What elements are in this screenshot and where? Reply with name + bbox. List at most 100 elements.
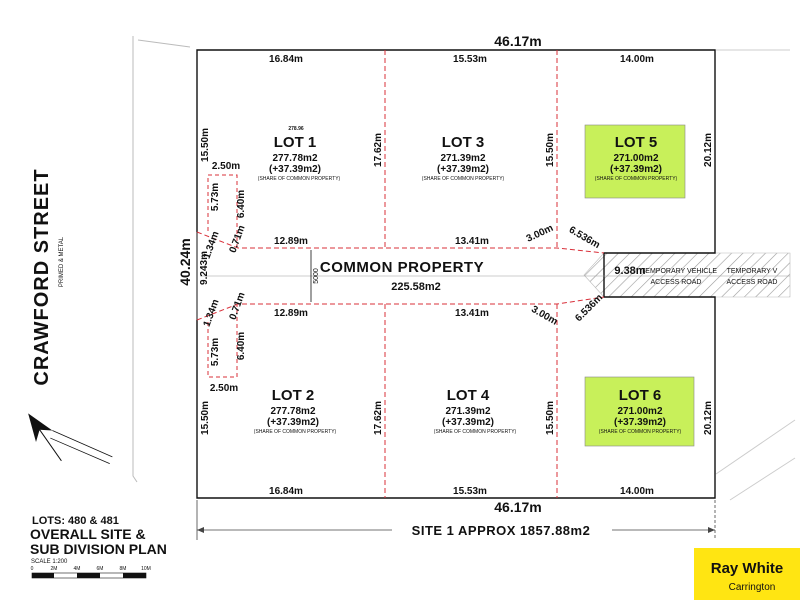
title-line-1: OVERALL SITE &: [30, 526, 146, 542]
site-total-bg: [392, 521, 612, 539]
dim-bottom-b: 15.53m: [453, 486, 487, 497]
dim-notch-top-b: 0.71m: [228, 224, 248, 255]
neighbor-boundary-line-2: [715, 419, 796, 475]
svg-text:6M: 6M: [97, 566, 104, 572]
notch-top: [207, 174, 238, 246]
dim-lot6-right: 20.12m: [703, 401, 714, 435]
svg-text:271.00m2: 271.00m2: [617, 406, 662, 417]
notch-bottom: [207, 305, 238, 378]
svg-text:Carrington: Carrington: [729, 582, 776, 593]
dim-top-c: 14.00m: [620, 54, 654, 65]
dim-notch-top-w: 2.50m: [212, 161, 240, 172]
svg-text:LOT 5: LOT 5: [615, 134, 658, 151]
svg-text:(SHARE OF COMMON PROPERTY): (SHARE OF COMMON PROPERTY): [599, 429, 682, 435]
svg-text:10M: 10M: [141, 566, 151, 572]
access-road-label-ext-1: TEMPORARY V: [727, 268, 778, 275]
neighbor-boundary-line-3: [729, 457, 796, 501]
common-property-outline-top: [196, 231, 605, 254]
dim-cp-left: 9.243m: [199, 251, 210, 285]
dim-top-total: 46.17m: [494, 33, 541, 49]
access-road-label-1: TEMPORARY VEHICLE: [641, 268, 717, 275]
svg-text:(SHARE OF COMMON PROPERTY): (SHARE OF COMMON PROPERTY): [258, 176, 341, 182]
site-total: SITE 1 APPROX 1857.88m2: [412, 523, 591, 538]
site-boundary: [196, 49, 716, 499]
lot-5-highlight: [584, 124, 686, 199]
dim-bottom-total: 46.17m: [494, 499, 541, 515]
svg-text:(+37.39m2): (+37.39m2): [610, 164, 662, 175]
dim-left-total: 40.24m: [177, 238, 193, 285]
common-property-outline-bottom: [196, 296, 605, 321]
dim-cp-width: 5000: [313, 268, 320, 284]
dim-cp-top-b: 13.41m: [455, 236, 489, 247]
dim-notch-bot-h1: 5.73m: [210, 338, 221, 366]
common-property-label: COMMON PROPERTY: [320, 259, 484, 276]
dim-lot5-right: 20.12m: [703, 133, 714, 167]
dim-lot3-right: 15.50m: [545, 133, 556, 167]
dim-cp-bot-b: 13.41m: [455, 308, 489, 319]
street-boundary-line: [132, 36, 138, 483]
dim-notch-top-h1: 5.73m: [210, 183, 221, 211]
svg-text:277.78m2: 277.78m2: [270, 406, 315, 417]
svg-text:271.39m2: 271.39m2: [440, 153, 485, 164]
access-road-label-2: ACCESS ROAD: [651, 279, 702, 286]
svg-text:LOT 3: LOT 3: [442, 134, 485, 151]
svg-text:271.39m2: 271.39m2: [445, 406, 490, 417]
dim-notch-top-h2: 6.40m: [236, 190, 247, 218]
street-top-line: [137, 39, 191, 48]
dim-lot2-right: 17.62m: [373, 401, 384, 435]
svg-text:(+37.39m2): (+37.39m2): [614, 417, 666, 428]
svg-text:2M: 2M: [51, 566, 58, 572]
dim-lot1-left: 15.50m: [200, 128, 211, 162]
street-surface: PRIMED & METAL: [59, 236, 65, 287]
lot-2-label: LOT 2 277.78m2 (+37.39m2) (SHARE OF COMM…: [254, 387, 337, 435]
svg-text:(+37.39m2): (+37.39m2): [442, 417, 494, 428]
dim-cp-top-c: 3.00m: [525, 223, 555, 245]
svg-text:LOT 4: LOT 4: [447, 387, 490, 404]
lot-4-label: LOT 4 271.39m2 (+37.39m2) (SHARE OF COMM…: [434, 387, 517, 435]
dim-bottom-c: 14.00m: [620, 486, 654, 497]
dim-cp-top-a: 12.89m: [274, 236, 308, 247]
svg-text:277.78m2: 277.78m2: [272, 153, 317, 164]
svg-text:4M: 4M: [74, 566, 81, 572]
access-road-label-ext-2: ACCESS ROAD: [727, 279, 778, 286]
svg-text:(SHARE OF COMMON PROPERTY): (SHARE OF COMMON PROPERTY): [254, 429, 337, 435]
dim-top-b: 15.53m: [453, 54, 487, 65]
lot-3-label: LOT 3 271.39m2 (+37.39m2) (SHARE OF COMM…: [422, 134, 505, 182]
dim-notch-bot-w: 2.50m: [210, 383, 238, 394]
lot-5-label: LOT 5 271.00m2 (+37.39m2) (SHARE OF COMM…: [595, 134, 678, 182]
site-dimension-arrow-left: [197, 527, 204, 533]
dim-top-a: 16.84m: [269, 54, 303, 65]
svg-text:(+37.39m2): (+37.39m2): [437, 164, 489, 175]
scale-bar: 0 2M 4M 6M 8M 10M: [31, 566, 151, 579]
dim-notch-bot-b: 0.71m: [228, 291, 248, 322]
svg-text:LOT 1: LOT 1: [274, 134, 317, 151]
lot-1-label: LOT 1 277.78m2 (+37.39m2) (SHARE OF COMM…: [258, 134, 341, 182]
dim-lot4-right: 15.50m: [545, 401, 556, 435]
svg-text:8M: 8M: [120, 566, 127, 572]
svg-text:271.00m2: 271.00m2: [613, 153, 658, 164]
lot-6-highlight: [584, 376, 695, 447]
dim-notch-bot-h2: 6.40m: [236, 332, 247, 360]
dim-small-note: 278.96: [288, 126, 304, 132]
dim-cp-top-d: 6.536m: [567, 225, 602, 252]
dim-lot1-right: 17.62m: [373, 133, 384, 167]
svg-text:(SHARE OF COMMON PROPERTY): (SHARE OF COMMON PROPERTY): [422, 176, 505, 182]
svg-text:Ray White: Ray White: [711, 560, 784, 577]
dim-cp-bot-a: 12.89m: [274, 308, 308, 319]
svg-text:(SHARE OF COMMON PROPERTY): (SHARE OF COMMON PROPERTY): [595, 176, 678, 182]
dim-cp-bot-c: 3.00m: [529, 304, 559, 328]
dim-road-width: 9.38m: [614, 265, 645, 277]
svg-text:(+37.39m2): (+37.39m2): [267, 417, 319, 428]
svg-text:(SHARE OF COMMON PROPERTY): (SHARE OF COMMON PROPERTY): [434, 429, 517, 435]
dim-cp-bot-d: 6.536m: [573, 292, 605, 324]
site-dimension-arrow-right: [708, 527, 715, 533]
lot-6-label: LOT 6 271.00m2 (+37.39m2) (SHARE OF COMM…: [599, 387, 682, 435]
svg-text:0: 0: [31, 566, 34, 572]
title-line-2: SUB DIVISION PLAN: [30, 541, 167, 557]
svg-text:LOT 6: LOT 6: [619, 387, 662, 404]
north-arrow-icon: [28, 413, 113, 464]
title-lots: LOTS: 480 & 481: [32, 515, 119, 527]
dim-notch-bot-a: 1.34m: [202, 298, 222, 329]
ray-white-logo: Ray White Carrington: [694, 548, 800, 600]
